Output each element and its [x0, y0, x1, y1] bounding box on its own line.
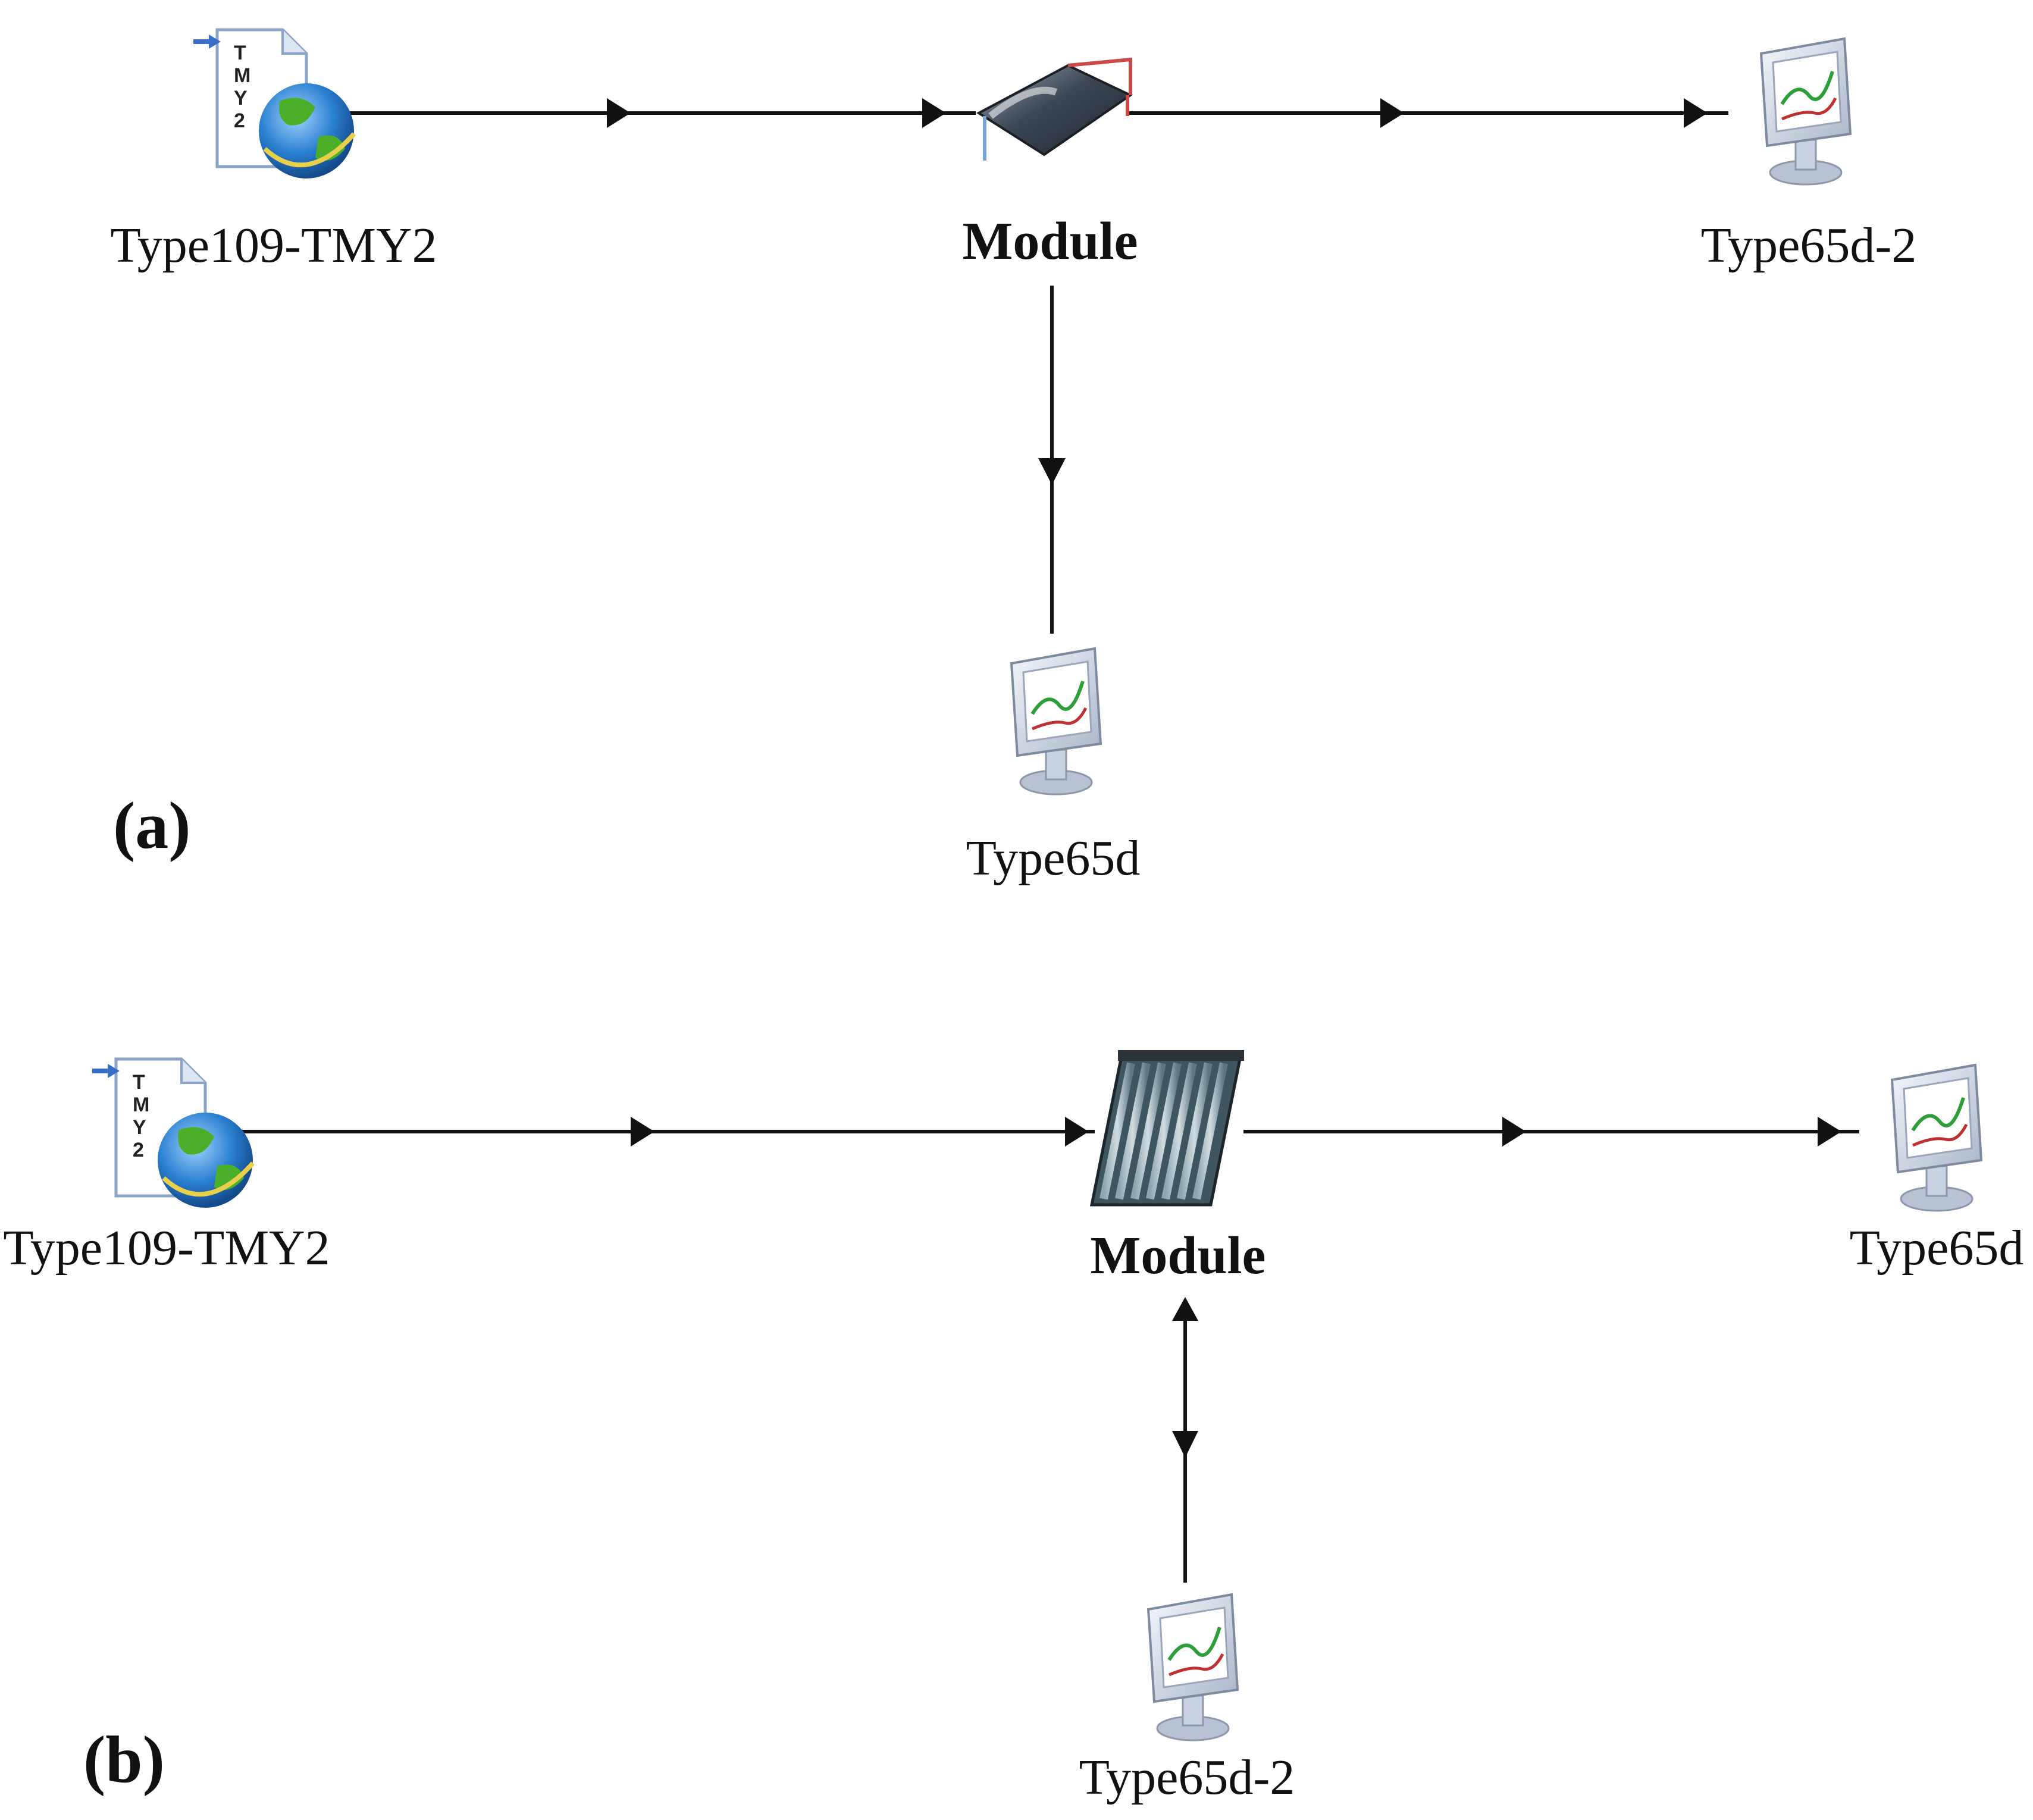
weather-component-label: Type109-TMY2 [110, 218, 437, 273]
printer-bottom-label: Type65d-2 [1079, 1750, 1295, 1805]
online-plotter-monitor-icon [1892, 1065, 1981, 1211]
flat-plate-collector-icon [979, 59, 1130, 161]
tmy2-weather-file-icon [193, 30, 354, 178]
tmy2-badge-letter: Y [133, 1116, 146, 1139]
module-component[interactable]: Module [962, 59, 1138, 271]
printer-bottom-component[interactable]: Type65d-2 [1079, 1595, 1295, 1805]
printer-right-label: Type65d-2 [1701, 218, 1917, 273]
printer-bottom-label: Type65d [966, 831, 1141, 886]
tmy2-badge-letter: T [133, 1071, 145, 1094]
online-plotter-monitor-icon [1148, 1595, 1238, 1740]
weather-data-component[interactable]: T M Y 2 Type109-TMY2 [110, 30, 437, 273]
evacuated-tube-collector-icon [1092, 1050, 1244, 1205]
tmy2-badge-letter: 2 [133, 1139, 144, 1161]
tmy2-weather-file-icon [92, 1059, 253, 1208]
tmy2-badge-letter: M [133, 1094, 149, 1116]
online-plotter-monitor-icon [1761, 39, 1850, 184]
module-component-label: Module [1090, 1226, 1265, 1285]
printer-right-component[interactable]: Type65d [1850, 1065, 2024, 1276]
tmy2-badge-letter: M [234, 64, 250, 87]
tmy2-badge-letter: T [234, 42, 246, 64]
module-component-label: Module [962, 212, 1138, 271]
panel-b: T M Y 2 Type109-TMY2 Module Type65d Type… [3, 1050, 2023, 1805]
connection-module-to-right-printer[interactable] [1243, 1117, 1859, 1146]
weather-data-component[interactable]: T M Y 2 Type109-TMY2 [3, 1059, 330, 1276]
tmy2-badge-letter: Y [234, 87, 248, 109]
online-plotter-monitor-icon [1011, 649, 1101, 794]
printer-bottom-component[interactable]: Type65d [966, 649, 1141, 886]
panel-label: (a) [113, 789, 191, 863]
connection-module-to-right-printer[interactable] [1127, 98, 1728, 128]
module-component[interactable]: Module [1090, 1050, 1266, 1285]
printer-right-label: Type65d [1850, 1220, 2024, 1276]
svg-text:T M Y: T M Y 2 [234, 42, 256, 132]
connection-module-bottom-printer-bidirectional[interactable] [1172, 1297, 1198, 1583]
connection-weather-to-module[interactable] [342, 98, 976, 128]
connection-module-to-bottom-printer[interactable] [1038, 286, 1066, 634]
svg-text:T M Y: T M Y 2 [133, 1071, 155, 1161]
connection-weather-to-module[interactable] [232, 1117, 1095, 1146]
panel-label: (b) [83, 1723, 165, 1797]
tmy2-badge-letter: 2 [234, 109, 245, 132]
printer-right-component[interactable]: Type65d-2 [1701, 39, 1917, 273]
weather-component-label: Type109-TMY2 [3, 1220, 330, 1276]
panel-a: T M Y 2 Type109-TMY2 Module Type65d-2 Ty… [110, 30, 1916, 886]
